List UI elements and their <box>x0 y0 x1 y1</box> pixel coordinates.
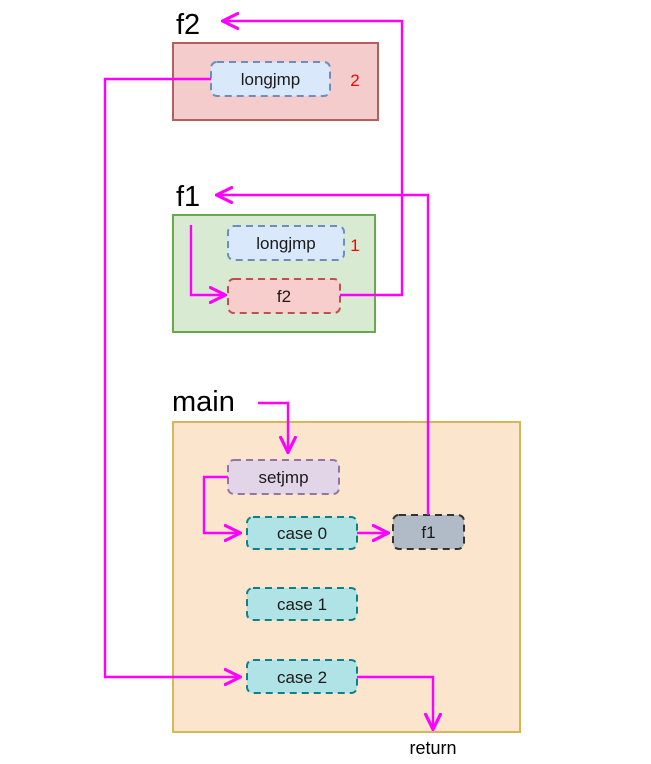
return-label: return <box>409 738 456 758</box>
node-f1-call-f2-label: f2 <box>277 287 291 306</box>
node-f1-longjmp-label: longjmp <box>256 234 316 253</box>
node-f2-longjmp[interactable]: longjmp <box>210 61 331 97</box>
edge-layer <box>103 21 433 728</box>
node-f1-longjmp-box[interactable] <box>227 225 345 261</box>
edge-call-f2-to-frame-f2 <box>224 21 404 297</box>
edge-case-2-to-return <box>357 675 433 728</box>
node-f1-call-f2[interactable]: f2 <box>227 278 341 314</box>
frame-f2-label: f2 <box>176 9 200 41</box>
edge-f2-longjmp-to-case-2 <box>103 77 239 677</box>
frame-f2: f2 longjmp 2 <box>172 9 379 121</box>
edge-setjmp-to-case-0 <box>202 475 239 533</box>
frame-main: main setjmp case 0 f1 case 1 case 2 <box>172 386 521 733</box>
node-main-case-0-box[interactable] <box>246 516 358 550</box>
annotation-jump-count-2: 2 <box>350 71 359 90</box>
node-main-call-f1-label: f1 <box>421 523 435 542</box>
edge-main-entry-to-setjmp <box>258 401 288 451</box>
edge-f1-entry-to-call-f2 <box>189 225 224 295</box>
node-main-case-0[interactable]: case 0 <box>246 516 358 550</box>
node-main-case-2-box[interactable] <box>246 659 358 694</box>
annotation-jump-count-1: 1 <box>350 236 359 255</box>
node-main-setjmp-label: setjmp <box>258 468 308 487</box>
node-main-case-1[interactable]: case 1 <box>246 587 358 621</box>
node-main-setjmp[interactable]: setjmp <box>227 459 340 495</box>
frame-f1: f1 longjmp 1 f2 <box>172 181 376 333</box>
frame-f1-label: f1 <box>176 181 200 213</box>
node-main-case-1-label: case 1 <box>277 595 327 614</box>
frame-main-label: main <box>172 386 235 418</box>
node-main-call-f1[interactable]: f1 <box>392 514 465 550</box>
node-f2-longjmp-label: longjmp <box>241 70 301 89</box>
node-main-case-2[interactable]: case 2 <box>246 659 358 694</box>
node-main-case-2-label: case 2 <box>277 668 327 687</box>
node-main-case-0-label: case 0 <box>277 524 327 543</box>
node-main-case-1-box[interactable] <box>246 587 358 621</box>
edge-call-f1-to-frame-f1 <box>218 195 430 515</box>
node-f1-longjmp[interactable]: longjmp <box>227 225 345 261</box>
node-f2-longjmp-box[interactable] <box>210 61 331 97</box>
